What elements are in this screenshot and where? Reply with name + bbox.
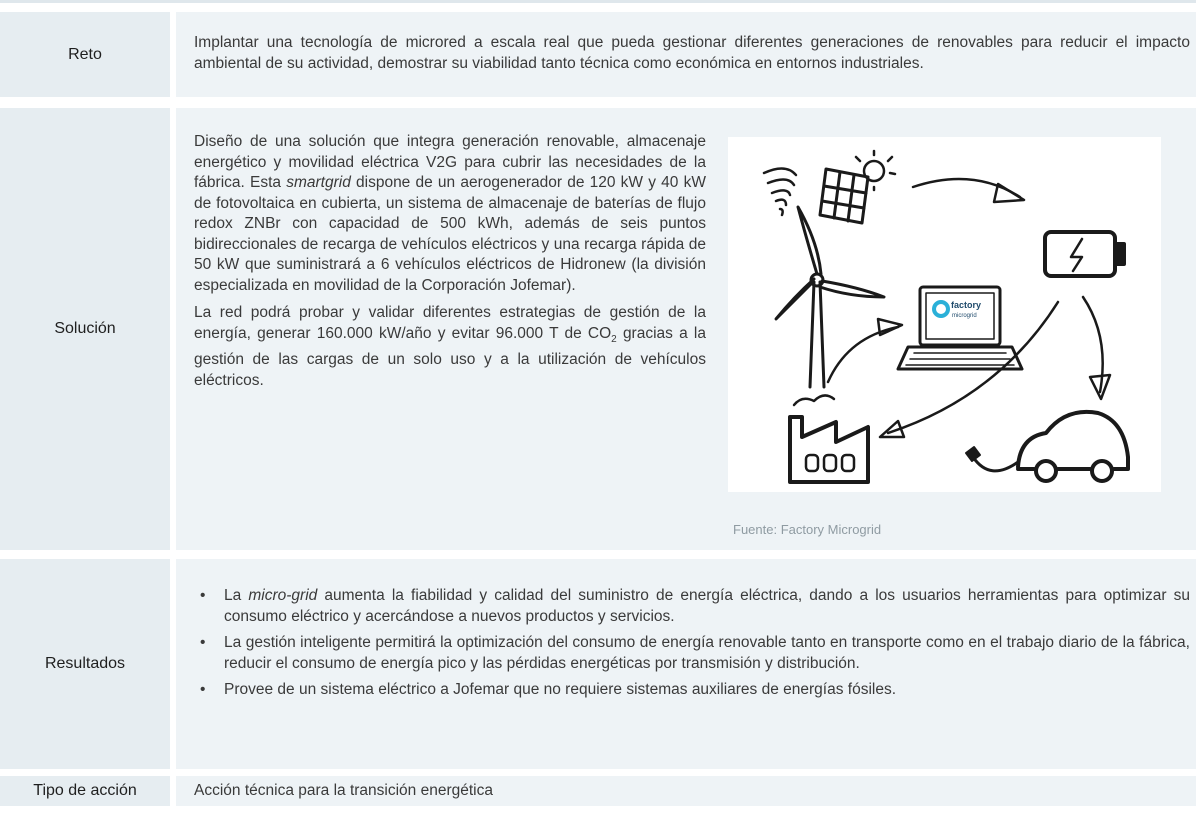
laptop-icon: factory microgrid — [896, 285, 1024, 371]
row-content-reto: Implantar una tecnología de microred a e… — [176, 12, 1196, 97]
arrow-icon — [878, 300, 1060, 439]
row-label-tipo: Tipo de acción — [0, 776, 170, 806]
solucion-paragraph-2: La red podrá probar y validar diferentes… — [194, 304, 706, 389]
microgrid-figure: factory microgrid — [728, 137, 1161, 492]
row-content-tipo: Acción técnica para la transición energé… — [176, 776, 1196, 806]
row-label-reto: Reto — [0, 12, 170, 97]
sun-icon — [854, 149, 897, 192]
list-item: •La micro-grid aumenta la fiabilidad y c… — [200, 587, 1190, 625]
row-solucion: Solución Diseño de una solución que inte… — [0, 108, 1196, 550]
factory-icon — [788, 394, 870, 484]
row-label-solucion: Solución — [0, 108, 170, 550]
electric-car-icon — [965, 410, 1130, 483]
arrow-icon — [826, 317, 904, 384]
battery-icon — [1043, 230, 1126, 278]
row-content-solucion: Diseño de una solución que integra gener… — [176, 108, 1196, 550]
row-label-resultados: Resultados — [0, 559, 170, 769]
tornado-icon — [762, 167, 798, 217]
list-item: •La gestión inteligente permitirá la opt… — [200, 634, 1190, 672]
reto-text: Implantar una tecnología de microred a e… — [194, 34, 1190, 72]
arrow-icon — [1081, 295, 1112, 401]
arrow-icon — [911, 177, 1026, 204]
row-tipo: Tipo de acción Acción técnica para la tr… — [0, 776, 1196, 815]
row-reto: Reto Implantar una tecnología de microre… — [0, 12, 1196, 97]
solucion-paragraph-1: Diseño de una solución que integra gener… — [194, 133, 706, 294]
solucion-text: Diseño de una solución que integra gener… — [194, 132, 706, 391]
wind-turbine-icon — [774, 205, 886, 389]
figure-caption: Fuente: Factory Microgrid — [733, 522, 882, 537]
list-item: •Provee de un sistema eléctrico a Jofema… — [200, 681, 897, 698]
factory-logo-sub: microgrid — [952, 313, 977, 319]
top-rule — [0, 0, 1196, 3]
solar-panel-icon — [818, 167, 870, 225]
row-content-resultados: •La micro-grid aumenta la fiabilidad y c… — [176, 559, 1196, 769]
resultados-list: •La micro-grid aumenta la fiabilidad y c… — [194, 586, 1190, 707]
tipo-text: Acción técnica para la transición energé… — [194, 782, 493, 799]
factory-logo-text: factory — [951, 300, 981, 310]
row-resultados: Resultados •La micro-grid aumenta la fia… — [0, 559, 1196, 769]
